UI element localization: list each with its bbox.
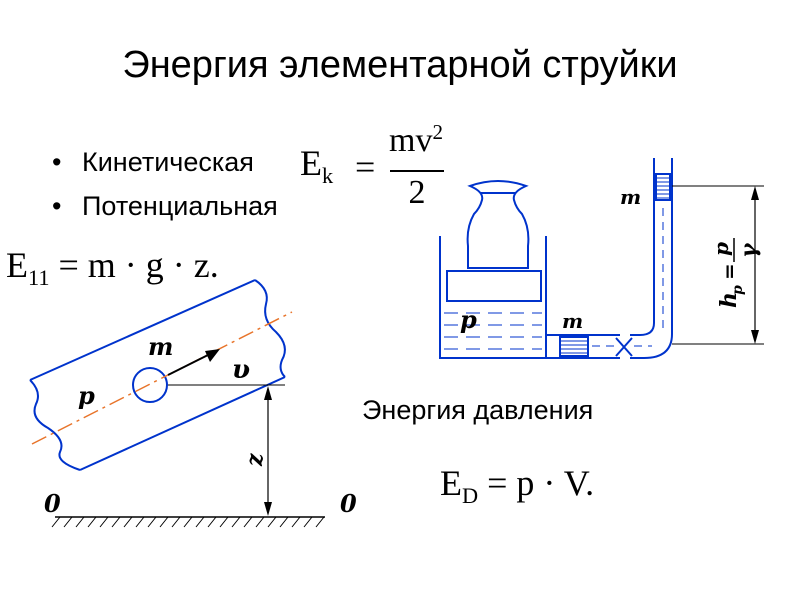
height-arrow-top [264,386,272,400]
pipe-element-mass-label: m [562,309,583,333]
potential-rhs: = m · g · z. [58,245,219,285]
pipe-upper-wall [29,279,256,381]
pipe-mass-element [559,336,589,357]
potential-energy-formula: E11 = m · g · z. [6,244,219,290]
bullet-marker: • [52,147,62,177]
bullet-marker: • [52,191,62,221]
velocity-arrowhead [205,349,220,362]
tank-pressure-label: p [460,305,477,334]
pressure-energy-caption: Энергия давления [362,395,594,425]
inclined-pipe-diagram: m υ p z 0 0 [29,279,357,528]
mass-element-hatching [560,177,670,354]
pipe-left-break [29,379,81,471]
head-symbol: h [716,292,742,308]
pipe-lower-wall [79,376,286,471]
pressure-lhs-subscript: D [462,482,479,508]
dimension-arrow-bottom [751,330,759,344]
height-arrow-bottom [264,502,272,516]
pipe-right-break [254,279,286,378]
head-equals: = [717,263,741,280]
piezometer-outer-wall [630,158,673,359]
kinetic-lhs-subscript: k [322,162,334,188]
kinetic-lhs: E [300,143,322,183]
tank-liquid [444,312,542,350]
potential-lhs: E [6,245,28,285]
dimension-arrow-top [751,186,759,200]
kinetic-numerator-base: mv [389,122,433,159]
page-title: Энергия элементарной струйки [122,44,678,86]
bullet-kinetic: • Кинетическая [48,140,278,184]
kinetic-fraction-bar [390,170,444,172]
pipe-pressure-label: p [78,381,95,410]
pressure-rhs: = p · V. [487,463,595,503]
head-subscript: p [730,285,746,295]
potential-lhs-subscript: 11 [28,264,50,290]
pipe-liquid [592,208,664,347]
piston [446,270,542,302]
stream-cross-section [132,367,168,403]
tube-element-mass-label: m [620,185,641,209]
bullet-potential-label: Потенциальная [82,191,278,221]
kinetic-denominator: 2 [408,174,426,211]
height-label: z [242,453,268,467]
datum-left-label: 0 [44,489,61,518]
pipe-center-axis [31,311,293,445]
tank-walls [439,236,547,359]
valve-icon [615,337,633,357]
kinetic-energy-formula: Ek [300,142,333,188]
head-denominator: γ [736,242,762,258]
pressure-lhs: E [440,463,462,503]
pipe-mass-label: m [148,332,173,361]
pressure-vessel-diagram: p m m h p = p γ [439,158,764,359]
weight [466,180,530,269]
velocity-arrow [167,354,209,376]
energy-type-list: • Кинетическая • Потенциальная [48,140,278,228]
pressure-head-formula: h p = p γ [709,238,762,308]
datum-right-label: 0 [340,489,357,518]
head-numerator: p [709,242,733,256]
pressure-energy-formula: ED = p · V. [440,462,595,508]
bullet-potential: • Потенциальная [48,184,278,228]
kinetic-equals-sign: = [355,147,376,187]
piezometer-inner-wall [630,158,655,336]
ground-hatching [51,516,325,528]
kinetic-numerator-exponent: 2 [432,120,443,145]
bullet-kinetic-label: Кинетическая [82,147,254,177]
pipe-velocity-label: υ [232,355,250,385]
kinetic-numerator: mv2 [388,120,444,160]
tube-mass-element [655,173,671,201]
